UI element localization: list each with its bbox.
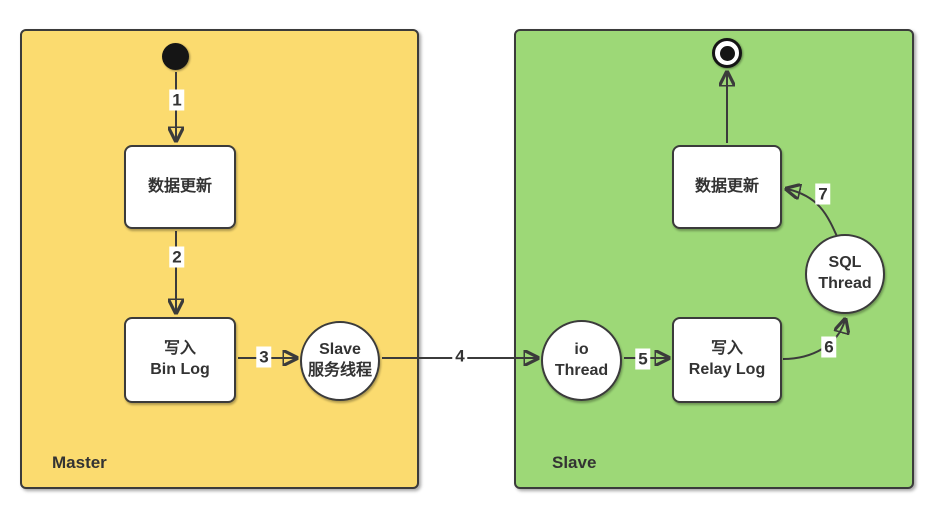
slave-service-thread-label-line2: 服务线程	[307, 362, 372, 379]
sql-thread-node: SQL Thread	[805, 234, 885, 314]
write-bin-log-label-line2: Bin Log	[150, 361, 210, 378]
write-relay-log-node: 写入 Relay Log	[672, 317, 782, 403]
io-thread-label-line2: Thread	[554, 361, 609, 379]
master-data-update-label: 数据更新	[147, 177, 212, 195]
slave-service-thread-node: Slave 服务线程	[300, 321, 380, 401]
write-relay-log-label-line1: 写入	[710, 340, 743, 358]
final-state-icon	[712, 38, 742, 68]
connector-5-number: 5	[635, 348, 651, 370]
io-thread-label-line1: io	[574, 340, 589, 358]
connector-4-number: 4	[452, 345, 468, 367]
write-relay-log-label-line2: Relay Log	[688, 361, 766, 378]
sql-thread-label-line1: SQL	[828, 254, 862, 272]
final-state-inner-dot	[719, 45, 735, 61]
master-data-update-node: 数据更新	[124, 145, 236, 229]
slave-container-label: Slave	[552, 453, 597, 472]
write-bin-log-label-line1: 写入	[163, 340, 196, 358]
slave-data-update-label: 数据更新	[694, 177, 759, 195]
master-container: Master	[20, 29, 419, 489]
initial-state-icon	[162, 43, 189, 70]
slave-service-thread-label-line1: Slave	[319, 341, 361, 359]
connector-3-number: 3	[256, 346, 272, 368]
write-bin-log-node: 写入 Bin Log	[124, 317, 236, 403]
io-thread-node: io Thread	[541, 320, 622, 401]
connector-6-number: 6	[821, 336, 837, 358]
master-container-label: Master	[52, 453, 107, 472]
connector-7-number: 7	[815, 183, 831, 205]
connector-2-number: 2	[169, 246, 185, 268]
sql-thread-label-line2: Thread	[818, 275, 872, 292]
connector-1-number: 1	[169, 89, 185, 111]
slave-data-update-node: 数据更新	[672, 145, 782, 229]
